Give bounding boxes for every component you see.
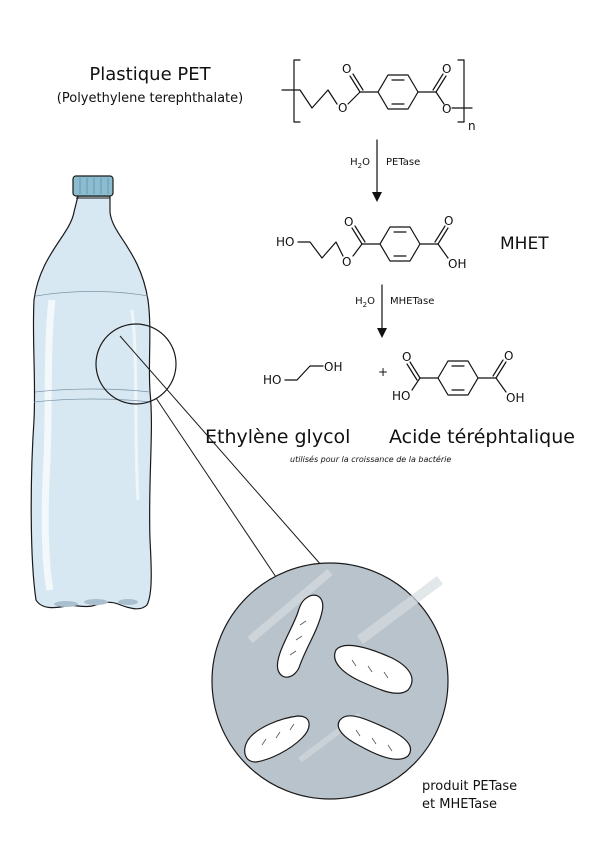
pet-structure: n O O O O <box>281 59 476 133</box>
step1-water: H2O <box>350 157 370 170</box>
plastic-bottle-illustration <box>30 175 152 610</box>
bacterium-2 <box>334 644 413 694</box>
mhet-carbonyl-oxygen-right: O <box>444 214 453 228</box>
pet-full-name: (Polyethylene terephthalate) <box>57 91 243 106</box>
carbonyl-oxygen-left: O <box>342 62 351 76</box>
carbonyl-oxygen-right: O <box>442 62 451 76</box>
bottle-cap <box>72 175 114 197</box>
ta-oh-right: OH <box>506 391 524 405</box>
right-bracket <box>457 59 465 123</box>
products-note: utilisés pour la croissance de la bactér… <box>290 454 451 464</box>
eg-oh: OH <box>324 360 342 374</box>
mhet-carbonyl-oxygen-left: O <box>344 215 353 229</box>
ta-carbonyl-oxygen-left: O <box>402 350 411 364</box>
mhet-ester-oxygen: O <box>342 255 351 269</box>
step1-enzyme: PETase <box>386 157 420 168</box>
step-2-arrow: H2O MHETase <box>355 284 434 338</box>
terephthalic-acid-structure: O HO O OH <box>392 349 524 405</box>
ester-oxygen-right: O <box>442 102 451 116</box>
bacteria-caption-line-2: et MHETase <box>422 797 497 812</box>
ester-oxygen-left: O <box>338 101 347 115</box>
bacteria-caption-line-1: produit PETase <box>422 779 517 794</box>
repeat-subscript: n <box>468 119 476 133</box>
ethylene-glycol-structure: HO OH <box>263 360 342 387</box>
mhet-label: MHET <box>500 234 549 254</box>
bacteria-magnified-view <box>211 562 449 800</box>
step-1-arrow: H2O PETase <box>350 139 420 202</box>
mhet-structure: HO O O O OH MHET <box>276 214 549 271</box>
ethylene-chain <box>281 89 338 109</box>
plus-sign: + <box>378 365 388 379</box>
step2-enzyme: MHETase <box>390 296 434 307</box>
ethylene-glycol-label: Ethylène glycol <box>205 426 350 448</box>
ta-carbonyl-oxygen-right: O <box>504 349 513 363</box>
zoom-callout <box>95 323 323 581</box>
bacterium-1 <box>276 594 324 678</box>
mhet-ho: HO <box>276 235 294 249</box>
pet-title: Plastique PET <box>89 64 211 85</box>
step2-water: H2O <box>355 296 375 309</box>
pet-title-block: Plastique PET (Polyethylene terephthalat… <box>57 64 243 106</box>
eg-ho: HO <box>263 373 281 387</box>
mhet-oh: OH <box>448 257 466 271</box>
bacterium-4 <box>337 715 412 760</box>
left-bracket <box>293 59 301 123</box>
ta-oh-left: HO <box>392 389 410 403</box>
zoom-source-circle <box>95 323 177 405</box>
bacterium-3 <box>244 715 310 763</box>
terephthalic-acid-label: Acide téréphtalique <box>389 426 575 448</box>
